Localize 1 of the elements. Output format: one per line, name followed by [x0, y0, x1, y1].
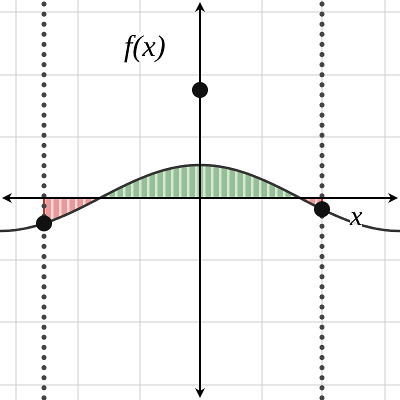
axis-label: f(x) [124, 32, 166, 62]
